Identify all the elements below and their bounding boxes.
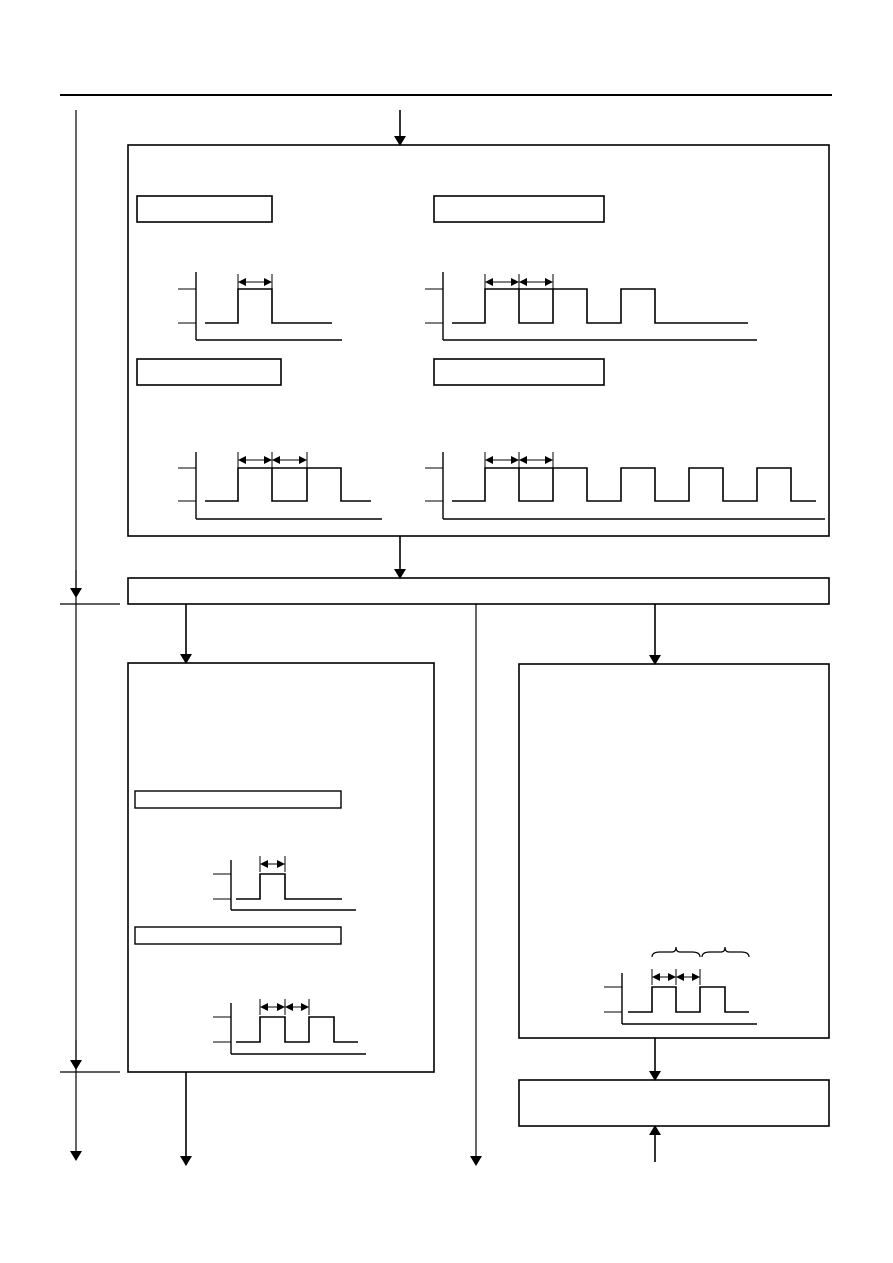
waveform-top-right [425,272,757,341]
waveform-top-left [178,272,342,341]
bottom-right-box [518,1079,830,1127]
waveform-left-panel-2 [213,999,366,1055]
brace-1 [651,946,701,958]
top-label-box-1 [136,195,273,223]
waveform-mid-left-trace [205,467,371,502]
waveform-mid-left [178,452,382,520]
top-label-box-2 [433,195,605,223]
left-panel-box [127,662,435,1073]
waveform-left-panel-1 [213,856,356,911]
top-section-box [127,144,830,537]
waveform-left-panel-1-trace [236,873,342,900]
waveform-right-panel-trace [628,986,749,1013]
waveform-right-panel [604,969,757,1025]
brace-2 [701,946,750,958]
top-label-box-3 [136,358,282,386]
waveform-mid-right [425,452,825,520]
top-label-box-4 [433,358,605,386]
left-label-box-2 [134,926,342,945]
waveforms-group [178,272,825,1055]
left-label-box-1 [134,790,342,809]
waveform-left-panel-2-trace [236,1016,358,1043]
waveform-mid-right-trace [452,467,816,502]
wide-bar-box [127,577,830,605]
waveform-top-left-trace [205,288,332,324]
waveform-top-right-trace [452,288,748,324]
right-panel-box [518,663,830,1039]
